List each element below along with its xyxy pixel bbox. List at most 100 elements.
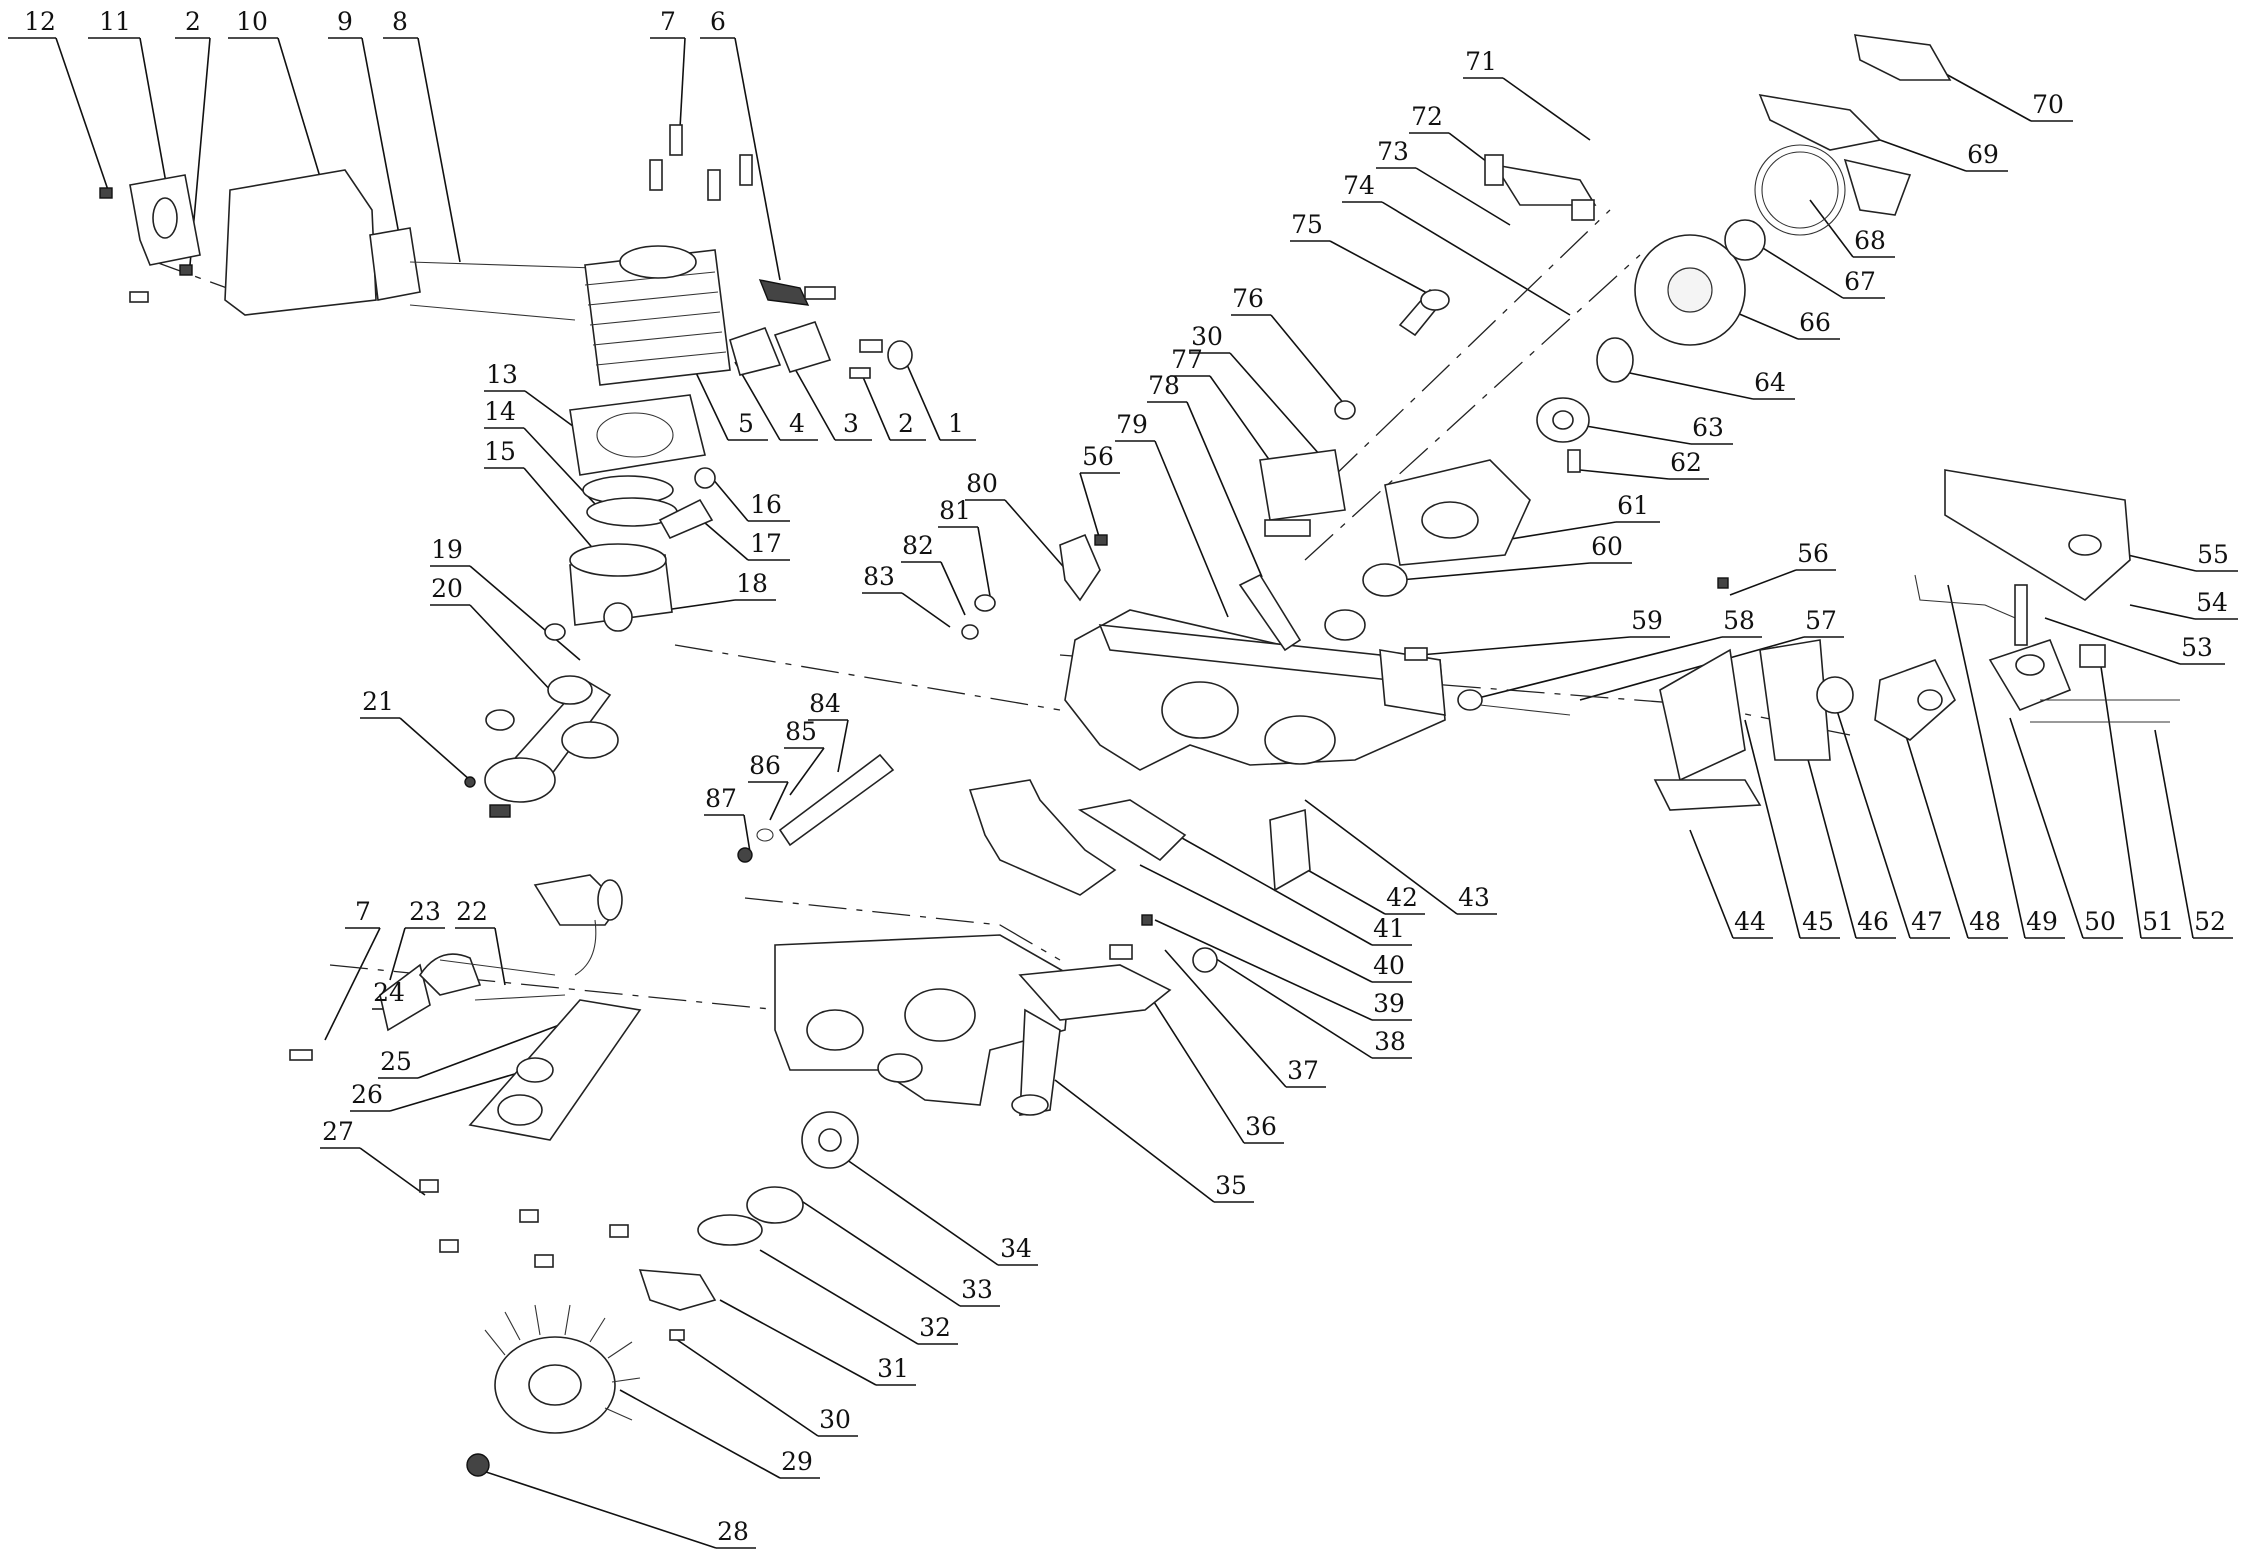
part-number-label-p53: 53 [2181,633,2213,662]
part-number-label-p27: 27 [322,1117,354,1146]
part-number-label-p23: 23 [409,897,441,926]
part-number-label-p75: 75 [1291,210,1323,239]
part-number-label-p56b: 56 [1797,539,1829,568]
clutch-parts [1596,34,1952,383]
part-number-label-p32: 32 [919,1313,951,1342]
flywheel-part [466,1111,859,1477]
part-number-label-p10: 10 [236,7,268,36]
part-number-label-p61: 61 [1617,491,1649,520]
part-number-label-p84: 84 [809,689,841,718]
part-number-label-p34a: 34 [1000,1234,1032,1263]
part-number-label-p42: 42 [1386,883,1418,912]
part-number-label-p72: 72 [1411,102,1443,131]
assembly-axis-lines [149,209,1851,1046]
part-number-label-p74: 74 [1343,171,1375,200]
part-number-label-p20: 20 [431,574,463,603]
part-number-label-p2b: 2 [898,409,914,438]
part-number-label-p19: 19 [431,535,463,564]
part-number-label-p64: 64 [1754,368,1786,397]
part-number-label-p73: 73 [1377,137,1409,166]
part-number-label-p7b: 7 [355,897,371,926]
leader-lines [8,37,2238,1549]
part-number-label-p62: 62 [1670,448,1702,477]
part-number-label-p60: 60 [1591,532,1623,561]
part-number-label-p78: 78 [1148,371,1180,400]
part-number-label-p85: 85 [785,717,817,746]
part-number-label-p16: 16 [750,490,782,519]
part-number-label-p49: 49 [2026,907,2058,936]
part-number-label-p39: 39 [1373,989,1405,1018]
base-gasket-part [569,394,706,476]
oil-pump-parts [1324,397,1590,716]
part-number-label-p33: 33 [961,1275,993,1304]
part-number-label-p6: 6 [710,7,726,36]
piston-part [544,467,716,641]
part-number-label-p28: 28 [717,1517,749,1546]
part-number-label-p22: 22 [456,897,488,926]
part-number-label-p26: 26 [351,1080,383,1109]
part-number-label-p4: 4 [789,409,805,438]
part-number-label-p36: 36 [1245,1112,1277,1141]
part-number-label-p69: 69 [1967,140,1999,169]
part-number-label-p82: 82 [902,531,934,560]
part-number-label-p47: 47 [1911,907,1943,936]
part-number-label-p38: 38 [1374,1027,1406,1056]
part-number-label-p81: 81 [939,496,971,525]
part-number-label-p40: 40 [1373,951,1405,980]
part-number-label-p59: 59 [1631,606,1663,635]
part-number-label-p30a: 30 [819,1405,851,1434]
part-number-label-p8: 8 [392,7,408,36]
part-number-label-p87: 87 [705,784,737,813]
part-number-label-p51: 51 [2142,907,2174,936]
part-number-label-p68: 68 [1854,226,1886,255]
part-number-label-p5: 5 [738,409,754,438]
handle-bar-pin-parts [737,753,895,863]
part-number-label-p21: 21 [362,687,394,716]
part-number-label-p15: 15 [484,437,516,466]
part-number-label-p83: 83 [863,562,895,591]
part-number-label-p24: 24 [373,978,405,1007]
part-number-label-p45: 45 [1802,907,1834,936]
recoil-cover-part [419,999,642,1268]
chain-adjuster-parts [1238,154,1597,652]
part-number-label-p17: 17 [750,529,782,558]
part-number-label-p67: 67 [1844,267,1876,296]
part-number-label-p66: 66 [1799,308,1831,337]
part-number-label-p71: 71 [1465,47,1497,76]
part-number-label-p3: 3 [843,409,859,438]
part-number-label-p57: 57 [1805,606,1837,635]
part-number-label-p46: 46 [1857,907,1889,936]
rear-handle-parts [289,874,623,1061]
part-number-label-p54: 54 [2196,588,2228,617]
part-number-label-p1: 1 [948,409,964,438]
part-number-label-p37: 37 [1287,1056,1319,1085]
part-number-label-p29: 29 [781,1447,813,1476]
spark-plug-part [729,279,913,379]
part-number-label-p41: 41 [1373,914,1405,943]
part-number-label-p14: 14 [484,397,516,426]
cylinder-part [584,124,753,386]
part-number-label-p56a: 56 [1082,442,1114,471]
part-number-label-p43: 43 [1458,883,1490,912]
part-number-label-p76: 76 [1232,284,1264,313]
part-number-label-p50: 50 [2084,907,2116,936]
part-number-label-p18: 18 [736,569,768,598]
part-number-label-p44: 44 [1734,907,1766,936]
part-number-label-p9: 9 [337,7,353,36]
part-number-label-p55: 55 [2197,540,2229,569]
part-number-label-p35: 35 [1215,1171,1247,1200]
part-number-label-p11: 11 [99,7,131,36]
part-number-label-p86: 86 [749,751,781,780]
part-number-label-p79: 79 [1116,410,1148,439]
part-number-label-p80: 80 [966,469,998,498]
part-number-label-p25: 25 [380,1047,412,1076]
part-number-label-p48: 48 [1969,907,2001,936]
part-number-label-p2a: 2 [185,7,201,36]
part-number-label-p12: 12 [24,7,56,36]
part-number-label-p31: 31 [877,1354,909,1383]
part-number-label-p77: 77 [1171,345,1203,374]
crankshaft-part [464,675,619,818]
crankcase-half-part [774,914,1218,1116]
